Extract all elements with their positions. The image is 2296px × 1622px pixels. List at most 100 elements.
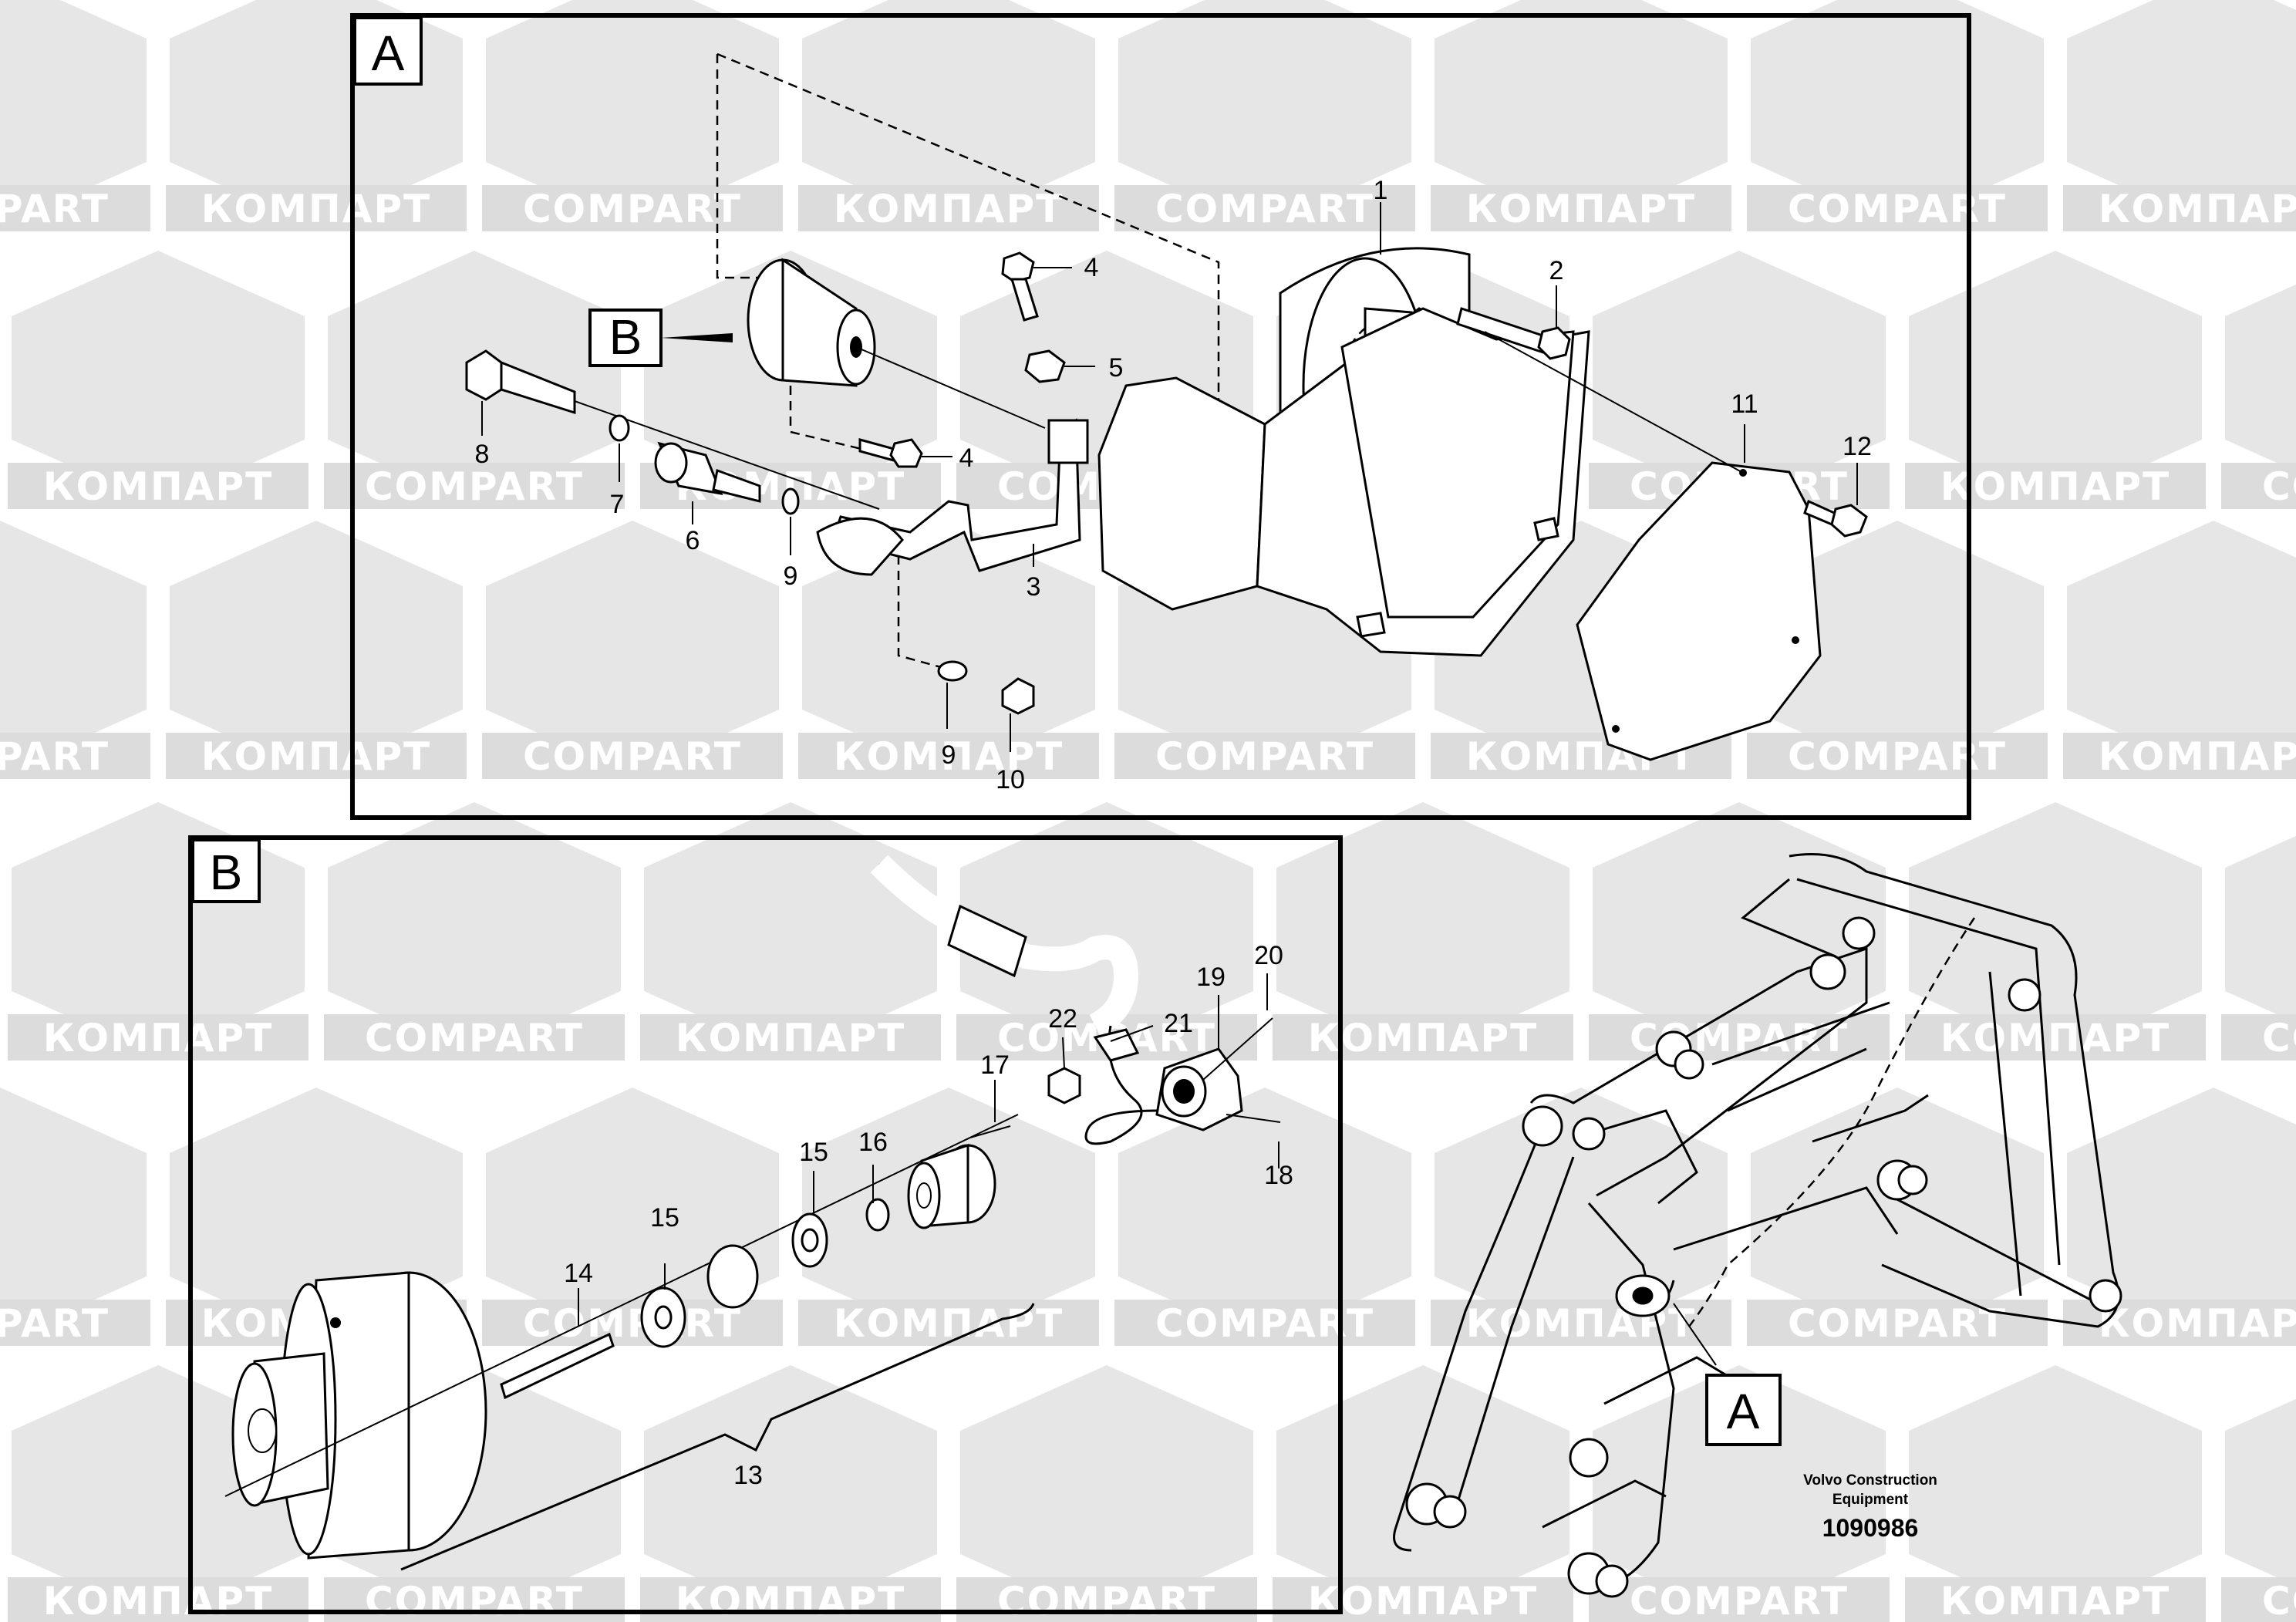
watermark-band	[1273, 1014, 1573, 1061]
watermark-text: COMPART	[0, 734, 110, 779]
callout-17: 17	[980, 1050, 1010, 1080]
watermark-text: КОМПАРТ	[1466, 187, 1696, 231]
callout-10: 10	[996, 765, 1025, 794]
watermark-text: КОМПАРТ	[43, 1016, 273, 1061]
callout-2: 2	[1549, 256, 1564, 285]
hub-13	[224, 1114, 1019, 1560]
nut-10	[1001, 677, 1035, 715]
watermark-text: COMPART	[1788, 187, 2007, 231]
watermark-band	[640, 1577, 941, 1622]
watermark-text: КОМПАРТ	[2099, 734, 2296, 779]
callout-11: 11	[1731, 389, 1758, 419]
watermark-text: COMPART	[1788, 734, 2007, 779]
assembly-dashline	[897, 540, 942, 669]
watermark-band	[0, 1300, 150, 1346]
callout-15b: 15	[799, 1138, 828, 1167]
callout-3: 3	[1027, 572, 1041, 602]
watermark-text: КОМПАРТ	[834, 734, 1064, 779]
guard-1	[1097, 247, 1590, 657]
watermark-text: КОМПАРТ	[201, 734, 431, 779]
watermark-band	[8, 463, 308, 509]
washer-7	[609, 414, 630, 442]
watermark-band	[2221, 1014, 2296, 1061]
callout-19: 19	[1196, 963, 1226, 992]
brand-line-2: Equipment	[1832, 1492, 1909, 1508]
callout-9b: 9	[942, 740, 956, 770]
pin-14	[500, 1332, 615, 1400]
bolt-2	[1456, 307, 1571, 360]
hose	[870, 855, 1158, 1145]
callout-18: 18	[1264, 1161, 1293, 1190]
bolt-4-lower	[858, 438, 923, 468]
detail-b-reference: B	[609, 309, 642, 365]
watermark-band	[1431, 185, 1731, 231]
brand-line-1: Volvo Construction	[1803, 1472, 1937, 1489]
watermark-text: COMPART	[2262, 1579, 2296, 1622]
watermark-text: КОМПАРТ	[201, 187, 431, 231]
callout-12: 12	[1843, 432, 1872, 461]
panel-b: B	[188, 835, 1343, 1614]
watermark-text: КОМПАРТ	[1940, 1579, 2170, 1622]
watermark-text: КОМПАРТ	[1940, 464, 2170, 509]
watermark-text: КОМПАРТ	[1308, 1016, 1538, 1061]
watermark-text: КОМПАРТ	[1308, 1579, 1538, 1622]
bolt-12	[1803, 499, 1868, 538]
panel-a-frame	[350, 13, 1971, 820]
footer: Volvo Construction Equipment 1090986	[1803, 1472, 1937, 1542]
callout-8: 8	[475, 440, 490, 469]
watermark-text: КОМПАРТ	[1940, 1016, 2170, 1061]
sensor-19	[1155, 1017, 1281, 1131]
assembly-dashline	[716, 54, 771, 279]
bolt-4-top	[1001, 251, 1039, 322]
callout-leaders-b	[578, 973, 1279, 1327]
bearing-15	[640, 1198, 890, 1348]
watermark-text: COMPART	[1155, 1301, 1374, 1346]
callout-14: 14	[564, 1259, 593, 1288]
watermark-band	[0, 733, 150, 779]
watermark-band	[2063, 733, 2296, 779]
watermark-text: КОМПАРТ	[43, 1579, 273, 1622]
watermark-band	[640, 1014, 941, 1061]
watermark-band	[1905, 1014, 2206, 1061]
watermark-band	[1589, 1014, 1890, 1061]
watermark-band	[8, 1014, 308, 1061]
watermark-band	[166, 185, 467, 231]
callout-1: 1	[1374, 176, 1388, 205]
watermark-text: COMPART	[997, 1579, 1216, 1622]
watermark-band	[324, 1577, 625, 1622]
clamp-21	[1093, 1028, 1140, 1062]
panel-b-frame	[188, 835, 1343, 1614]
washer-9-lower	[937, 660, 968, 682]
panel-a: A B	[350, 13, 1971, 820]
watermark-band	[798, 733, 1099, 779]
watermark-text: COMPART	[365, 1579, 584, 1622]
watermark-band	[1747, 733, 2048, 779]
panel-b-label-box	[191, 838, 261, 903]
watermark-text: КОМПАРТ	[834, 187, 1064, 231]
callout-leaders	[481, 202, 1858, 752]
watermark-band	[8, 1577, 308, 1622]
watermark-text: COMPART	[1155, 734, 1374, 779]
watermark-band	[1114, 1300, 1415, 1346]
detail-b-arrow	[661, 333, 733, 342]
assembly-dashline	[716, 52, 1358, 541]
watermark-band	[1114, 733, 1415, 779]
callout-13: 13	[733, 1461, 763, 1490]
callout-7: 7	[610, 490, 625, 519]
callout-16: 16	[858, 1128, 888, 1157]
watermark-band	[798, 185, 1099, 231]
watermark-text: COMPART	[0, 187, 110, 231]
watermark-band	[2221, 463, 2296, 509]
panel-b-label: B	[210, 845, 243, 900]
watermark-band	[1431, 1300, 1731, 1346]
watermark-text: КОМПАРТ	[2099, 1301, 2296, 1346]
watermark-band	[324, 1014, 625, 1061]
watermark-band	[482, 185, 783, 231]
figure-number: 1090986	[1822, 1514, 1919, 1542]
watermark-band	[1905, 463, 2206, 509]
machine-overview: A	[1393, 853, 2122, 1598]
panel-a-label: A	[372, 25, 405, 81]
watermark-text: КОМПАРТ	[676, 1016, 905, 1061]
watermark-text: COMPART	[365, 464, 584, 509]
